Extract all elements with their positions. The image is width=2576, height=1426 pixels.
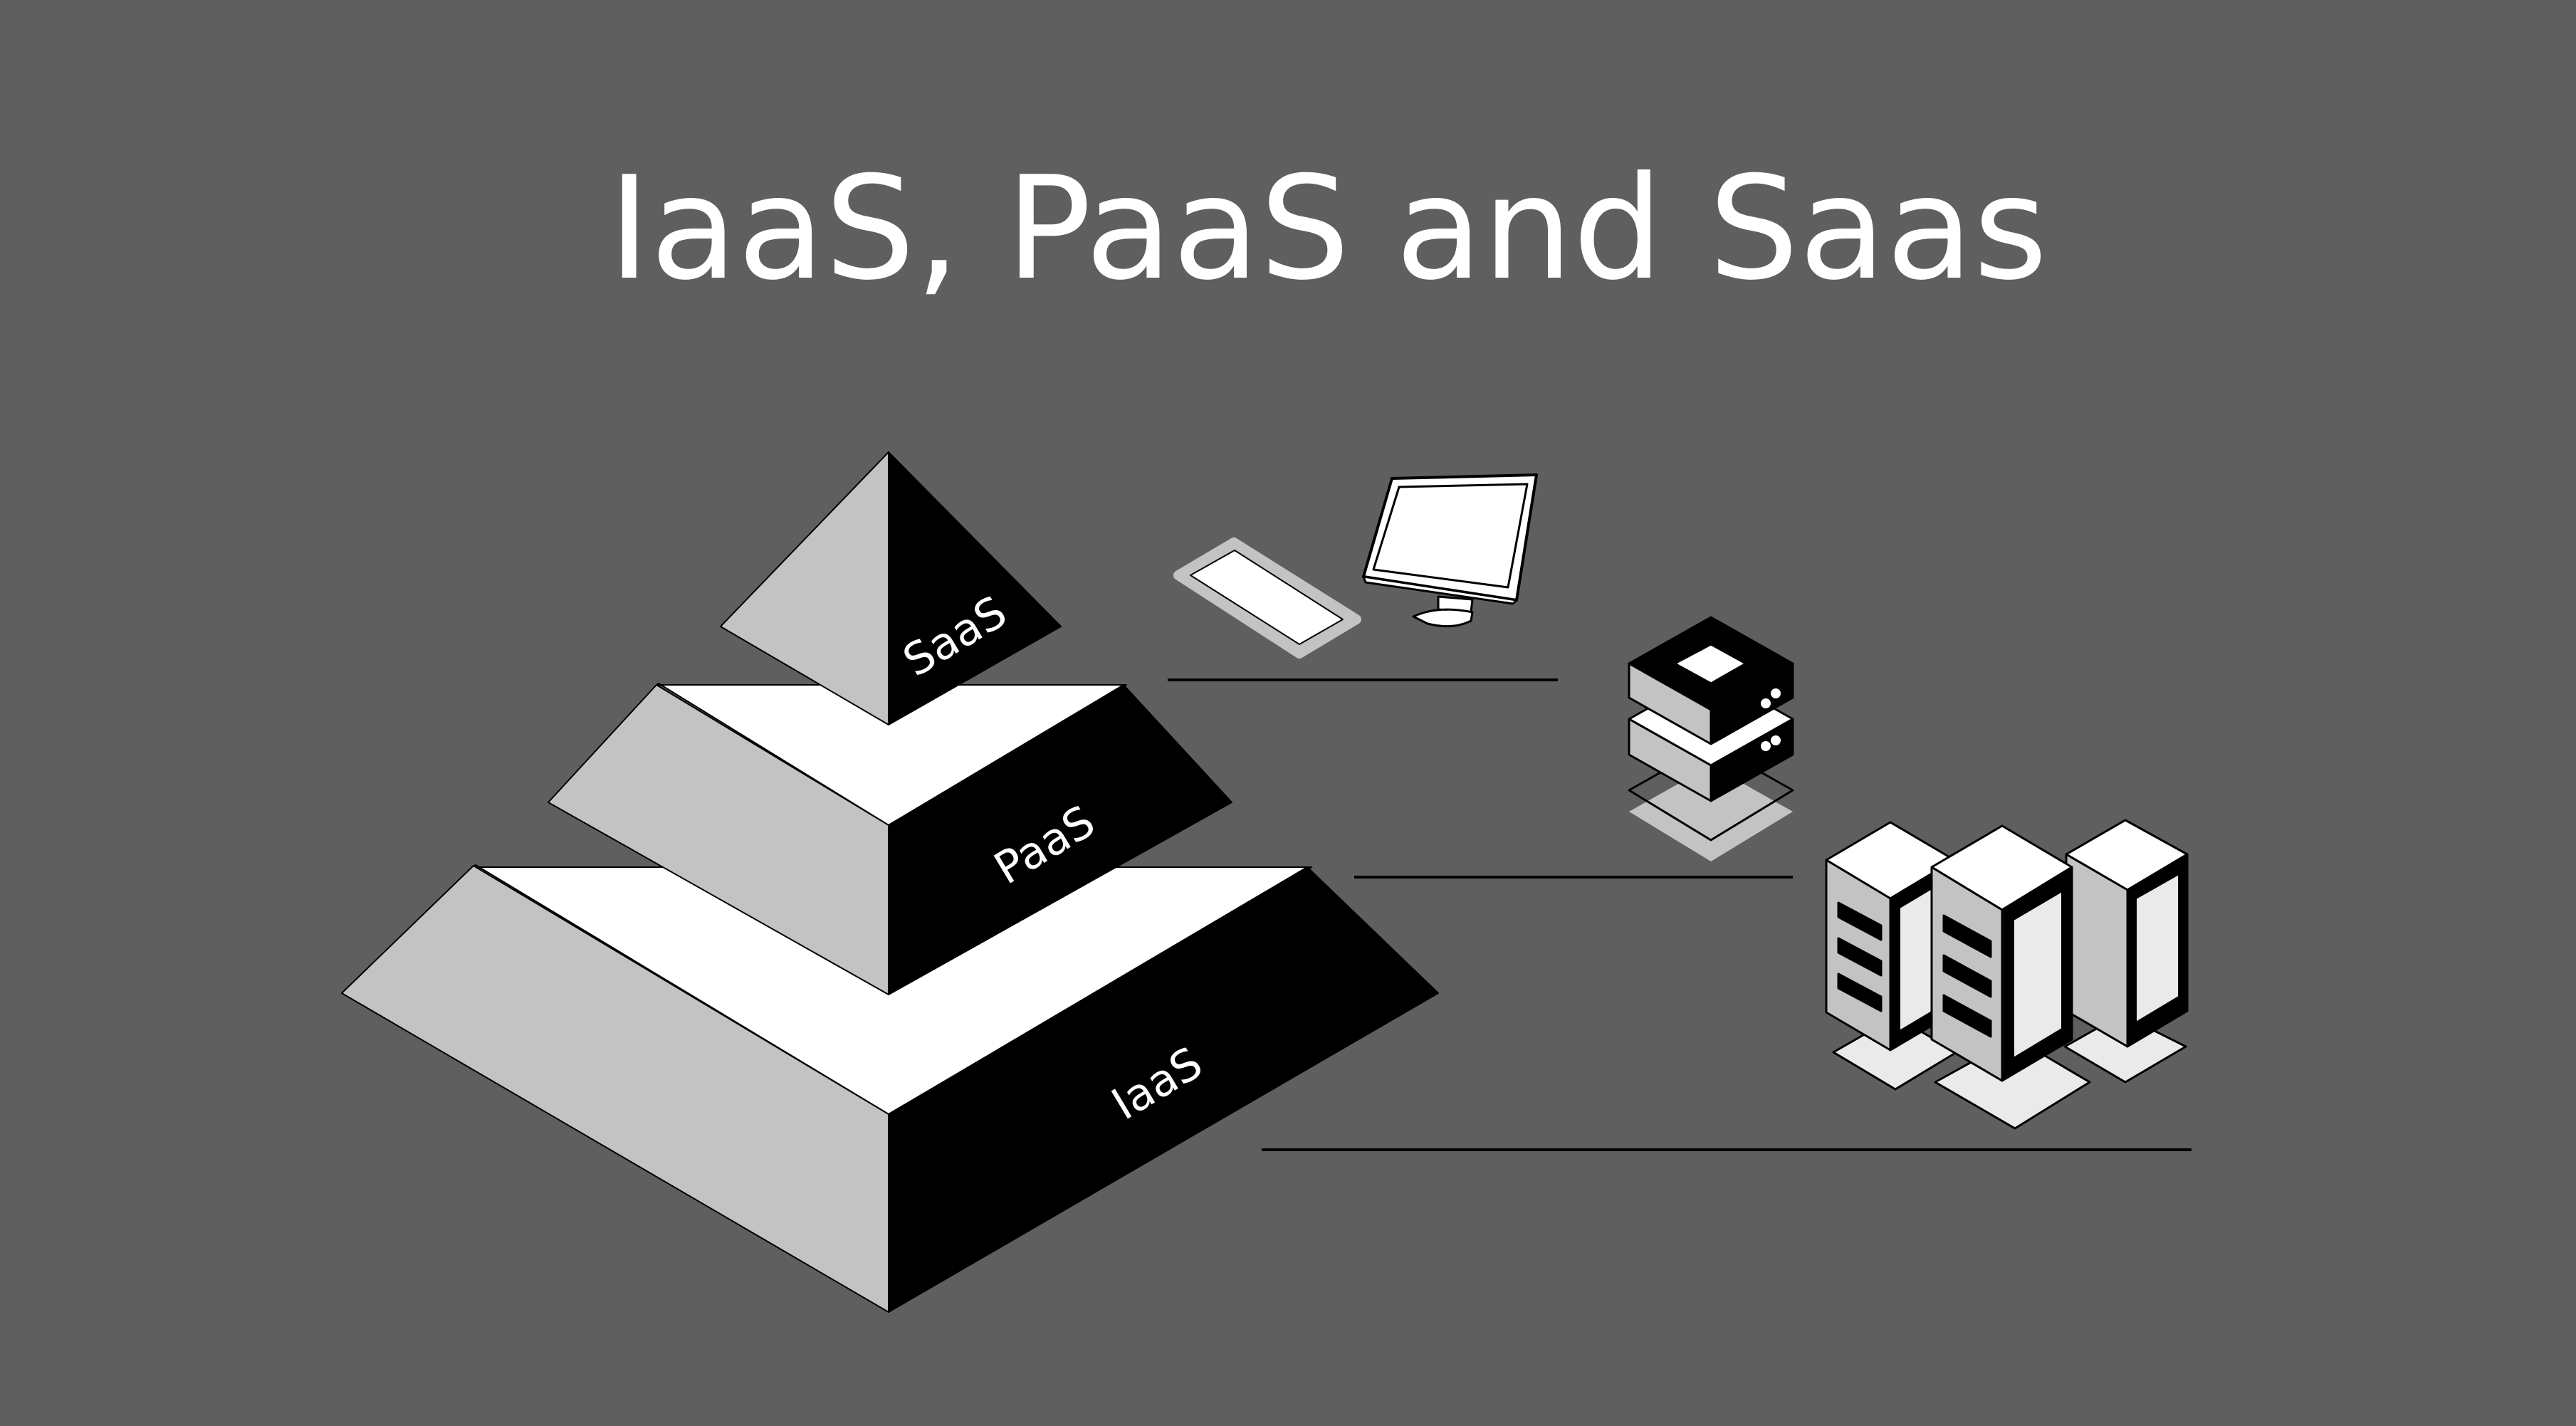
tablet-icon [1173, 538, 1361, 659]
pyramid [341, 451, 1439, 1313]
paas-dark-face [888, 684, 1232, 995]
page-title: IaaS, PaaS and Saas [608, 146, 2048, 312]
saas-light-face [720, 451, 889, 725]
server-racks-icon [1825, 819, 2189, 1130]
pyramid-tier-paas [548, 683, 1232, 995]
iaas-dark-face [888, 866, 1439, 1313]
server-stack-icon [1628, 616, 1794, 861]
desktop-monitor-icon [1362, 473, 1538, 628]
pyramid-tier-saas [720, 451, 1062, 725]
saas-dark-face [888, 451, 1062, 725]
